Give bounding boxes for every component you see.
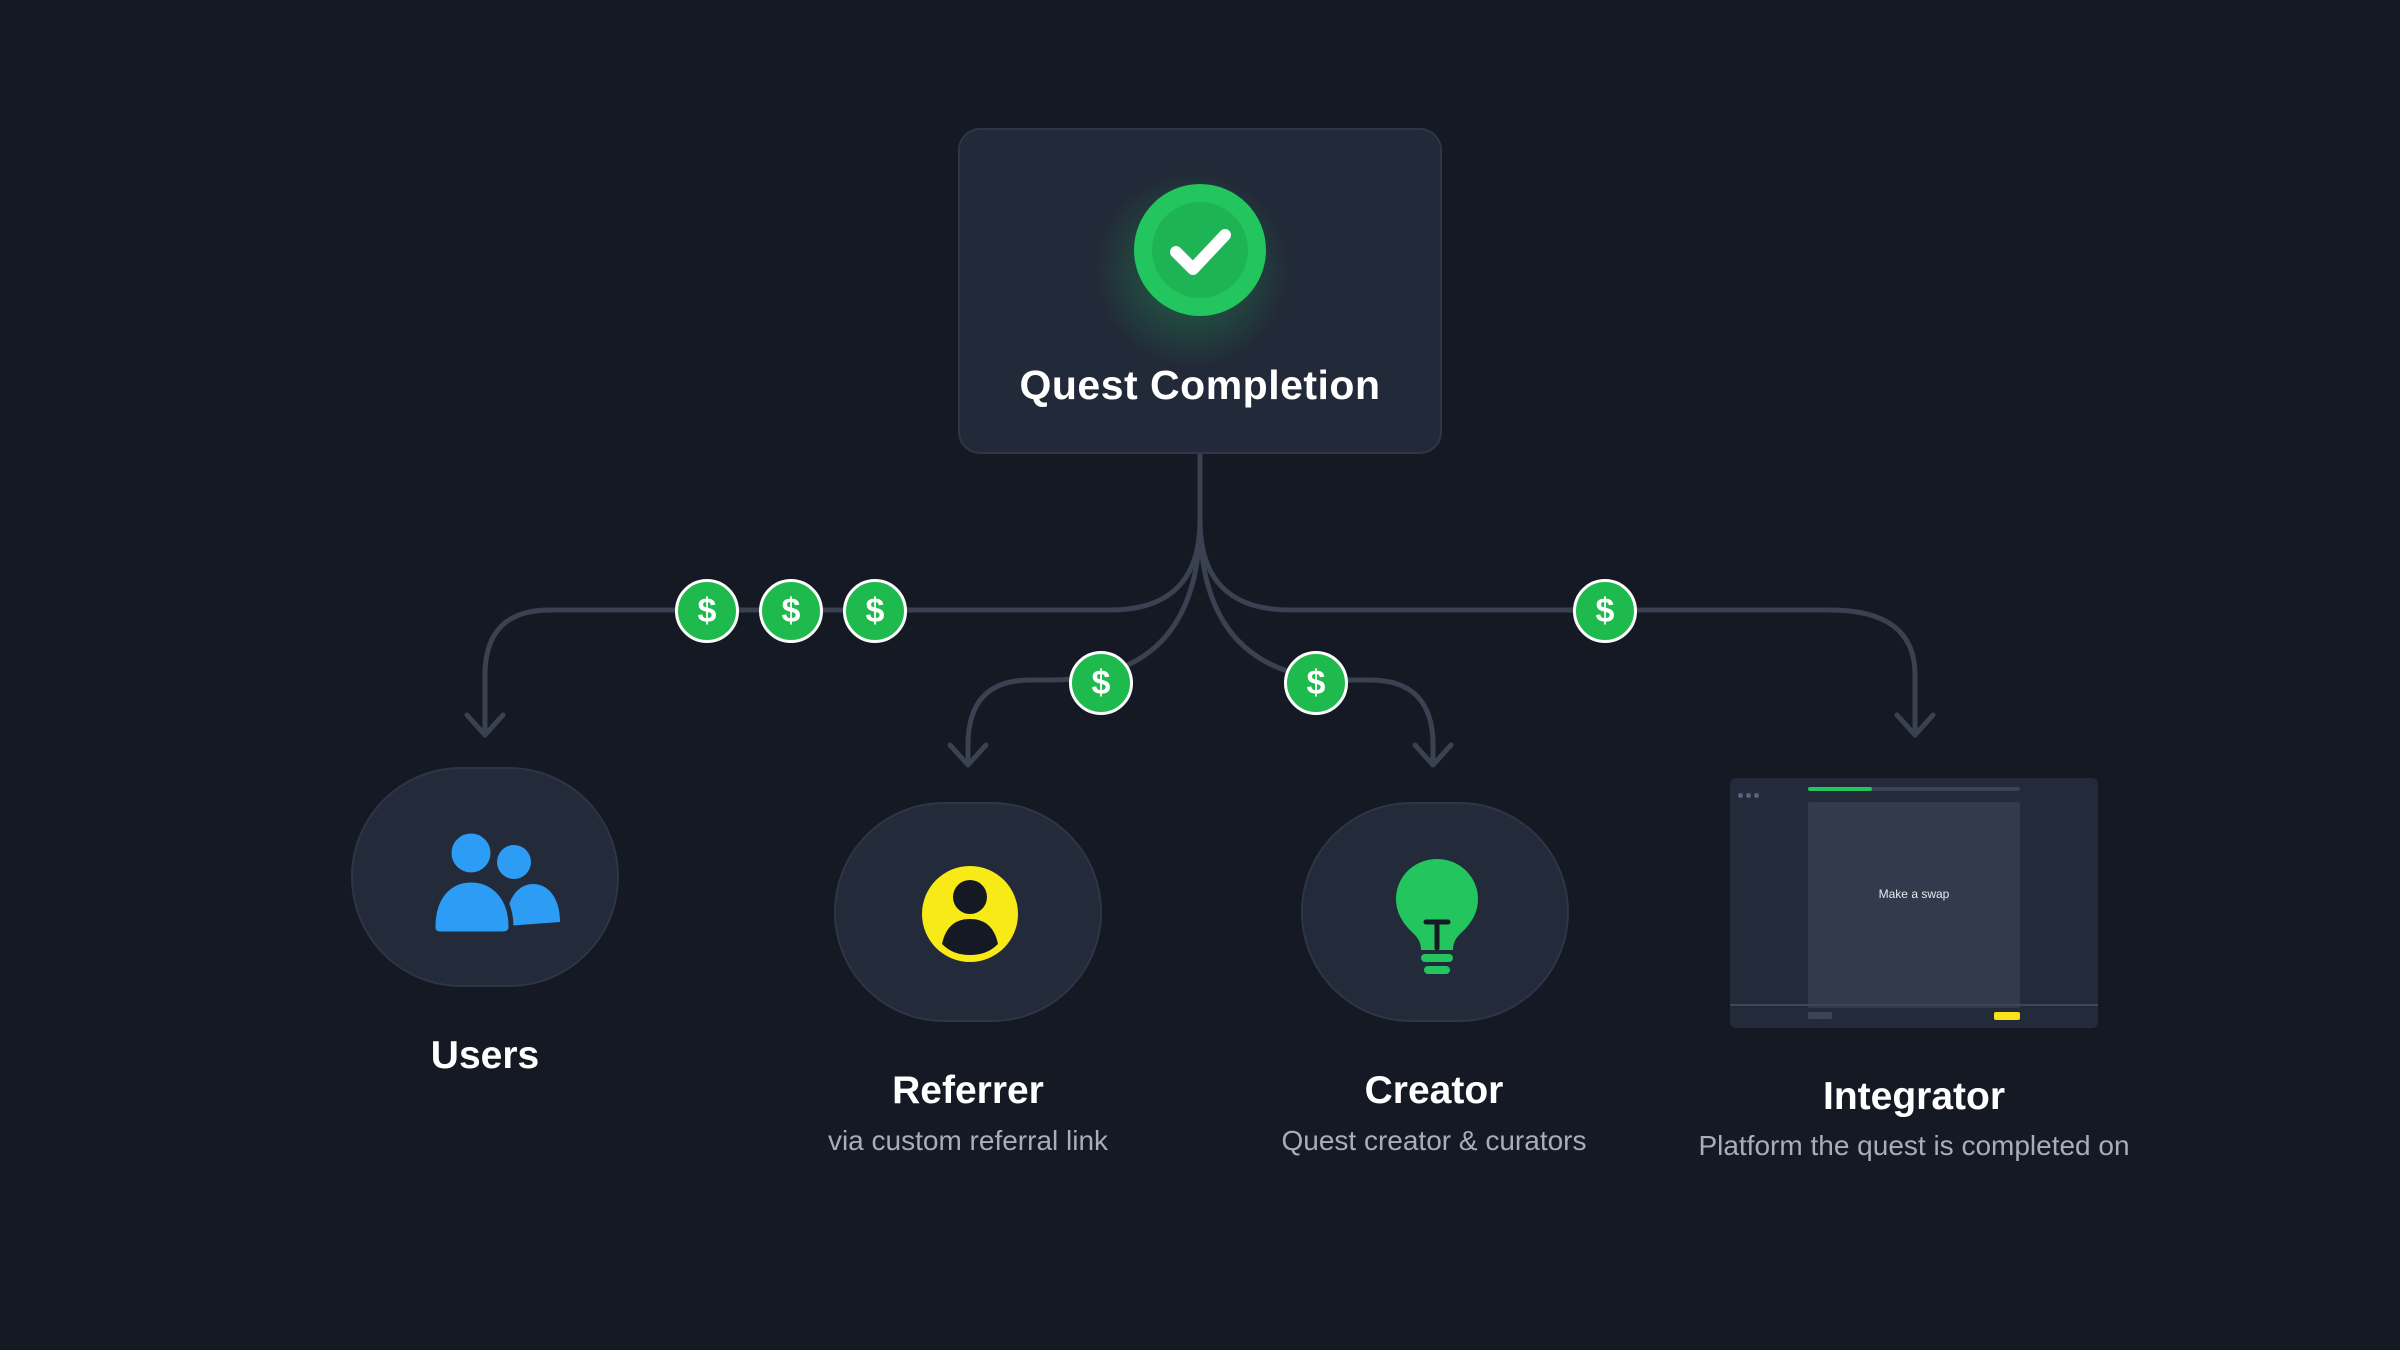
- connector-to-referrer: [965, 517, 1203, 768]
- quest-completion-title: Quest Completion: [1019, 362, 1381, 408]
- coin-integrator: $: [1573, 579, 1637, 643]
- coin-users-2: $: [759, 579, 823, 643]
- lightbulb-icon: [1396, 859, 1478, 974]
- connector-to-users: [482, 452, 1203, 738]
- referrer-label: Referrer: [892, 1069, 1044, 1112]
- coin-users-3: $: [843, 579, 907, 643]
- coin-referrer: $: [1069, 651, 1133, 715]
- users-label: Users: [430, 1034, 540, 1077]
- connector-to-creator: [1197, 517, 1436, 768]
- quest-task-panel: Make a swap: [1808, 802, 2020, 1008]
- arrowhead-creator: [1412, 742, 1454, 768]
- creator-node: [1301, 802, 1569, 1022]
- arrowhead-referrer: [947, 742, 989, 768]
- mockup-divider: [1730, 1004, 2098, 1006]
- coin-users-1: $: [675, 579, 739, 643]
- integrator-label: Integrator: [1822, 1075, 2005, 1118]
- check-circle-icon: [1134, 184, 1266, 316]
- window-dots: [1738, 785, 1762, 803]
- arrowhead-integrator: [1894, 712, 1936, 738]
- users-icon: [430, 828, 560, 937]
- app-window-mockup: Make a swap: [1730, 778, 2098, 1028]
- quest-completion-card: Quest Completion: [958, 128, 1442, 454]
- mockup-footer-control: [1808, 1012, 1832, 1019]
- referrer-node: [834, 802, 1102, 1022]
- referrer-subtitle: via custom referral link: [827, 1125, 1109, 1156]
- quest-task-label: Make a swap: [1878, 887, 1950, 901]
- creator-label: Creator: [1364, 1069, 1504, 1112]
- arrowhead-users: [464, 712, 506, 738]
- user-avatar-icon: [922, 866, 1018, 962]
- coin-creator: $: [1284, 651, 1348, 715]
- mockup-action-button: [1994, 1012, 2020, 1020]
- integrator-subtitle: Platform the quest is completed on: [1698, 1130, 2130, 1161]
- quest-progress-track: [1808, 787, 2020, 791]
- users-node: [351, 767, 619, 987]
- connector-to-integrator: [1197, 517, 1918, 738]
- creator-subtitle: Quest creator & curators: [1281, 1125, 1587, 1156]
- quest-progress-fill: [1808, 787, 1872, 791]
